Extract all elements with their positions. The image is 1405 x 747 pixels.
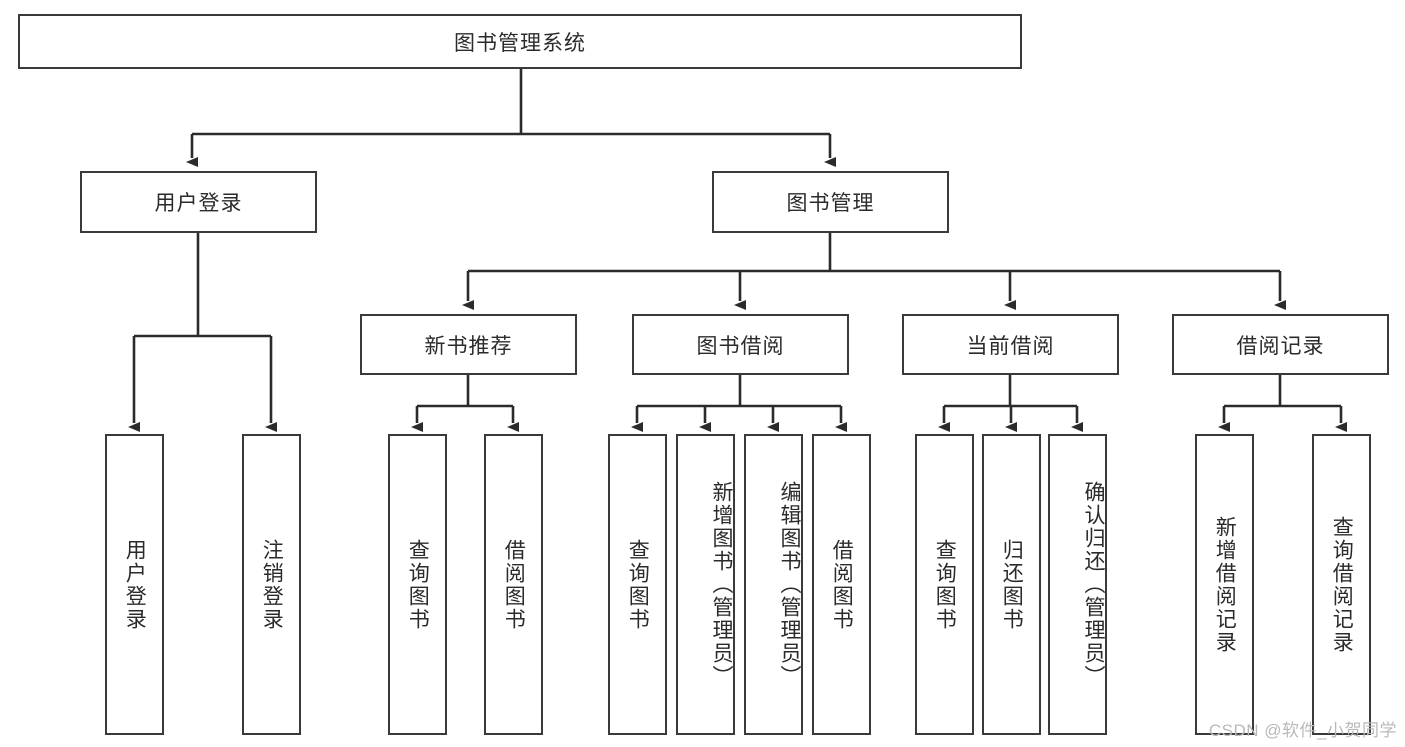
- watermark: CSDN @软件_小贺同学: [1208, 721, 1397, 740]
- node-leaf-borrow-book-2[interactable]: 借阅图书: [812, 434, 871, 735]
- node-leaf-return-book-label: 归还图书: [1000, 538, 1024, 631]
- node-book-borrow[interactable]: 图书借阅: [632, 314, 849, 375]
- node-leaf-add-record[interactable]: 新增借阅记录: [1195, 434, 1254, 735]
- node-leaf-query-book-3[interactable]: 查询图书: [915, 434, 974, 735]
- node-leaf-query-record-label: 查询借阅记录: [1330, 515, 1354, 654]
- node-leaf-add-record-label: 新增借阅记录: [1213, 515, 1237, 654]
- node-leaf-user-logout[interactable]: 注销登录: [242, 434, 301, 735]
- node-leaf-edit-book[interactable]: 编辑图书（管理员）: [744, 434, 803, 735]
- node-leaf-confirm-return[interactable]: 确认归还（管理员）: [1048, 434, 1107, 735]
- node-leaf-return-book[interactable]: 归还图书: [982, 434, 1041, 735]
- node-borrow-record-label: 借阅记录: [1236, 334, 1325, 358]
- node-leaf-confirm-return-label: 确认归还（管理员）: [1082, 481, 1105, 688]
- node-leaf-add-book[interactable]: 新增图书（管理员）: [676, 434, 735, 735]
- node-leaf-borrow-book-1-label: 借阅图书: [502, 538, 526, 631]
- node-user-login-label: 用户登录: [154, 192, 243, 215]
- node-leaf-add-book-label: 新增图书（管理员）: [710, 481, 733, 688]
- node-book-mgmt-label: 图书管理: [786, 192, 875, 215]
- node-leaf-user-login-label: 用户登录: [123, 538, 147, 631]
- node-new-book-rec[interactable]: 新书推荐: [360, 314, 577, 375]
- node-leaf-edit-book-label: 编辑图书（管理员）: [778, 481, 801, 688]
- node-leaf-query-record[interactable]: 查询借阅记录: [1312, 434, 1371, 735]
- node-new-book-rec-label: 新书推荐: [424, 334, 513, 358]
- node-leaf-user-login[interactable]: 用户登录: [105, 434, 164, 735]
- node-root-label: 图书管理系统: [454, 31, 586, 55]
- node-root[interactable]: 图书管理系统: [18, 14, 1022, 69]
- node-current-borrow[interactable]: 当前借阅: [902, 314, 1119, 375]
- node-leaf-query-book-3-label: 查询图书: [933, 538, 957, 631]
- node-leaf-user-logout-label: 注销登录: [260, 538, 284, 631]
- node-borrow-record[interactable]: 借阅记录: [1172, 314, 1389, 375]
- node-book-borrow-label: 图书借阅: [696, 334, 785, 358]
- node-book-mgmt[interactable]: 图书管理: [712, 171, 949, 233]
- node-leaf-borrow-book-1[interactable]: 借阅图书: [484, 434, 543, 735]
- node-user-login[interactable]: 用户登录: [80, 171, 317, 233]
- node-leaf-query-book-2[interactable]: 查询图书: [608, 434, 667, 735]
- node-leaf-query-book-2-label: 查询图书: [626, 538, 650, 631]
- node-leaf-query-book-1-label: 查询图书: [406, 538, 430, 631]
- node-current-borrow-label: 当前借阅: [966, 334, 1055, 358]
- node-leaf-query-book-1[interactable]: 查询图书: [388, 434, 447, 735]
- node-leaf-borrow-book-2-label: 借阅图书: [830, 538, 854, 631]
